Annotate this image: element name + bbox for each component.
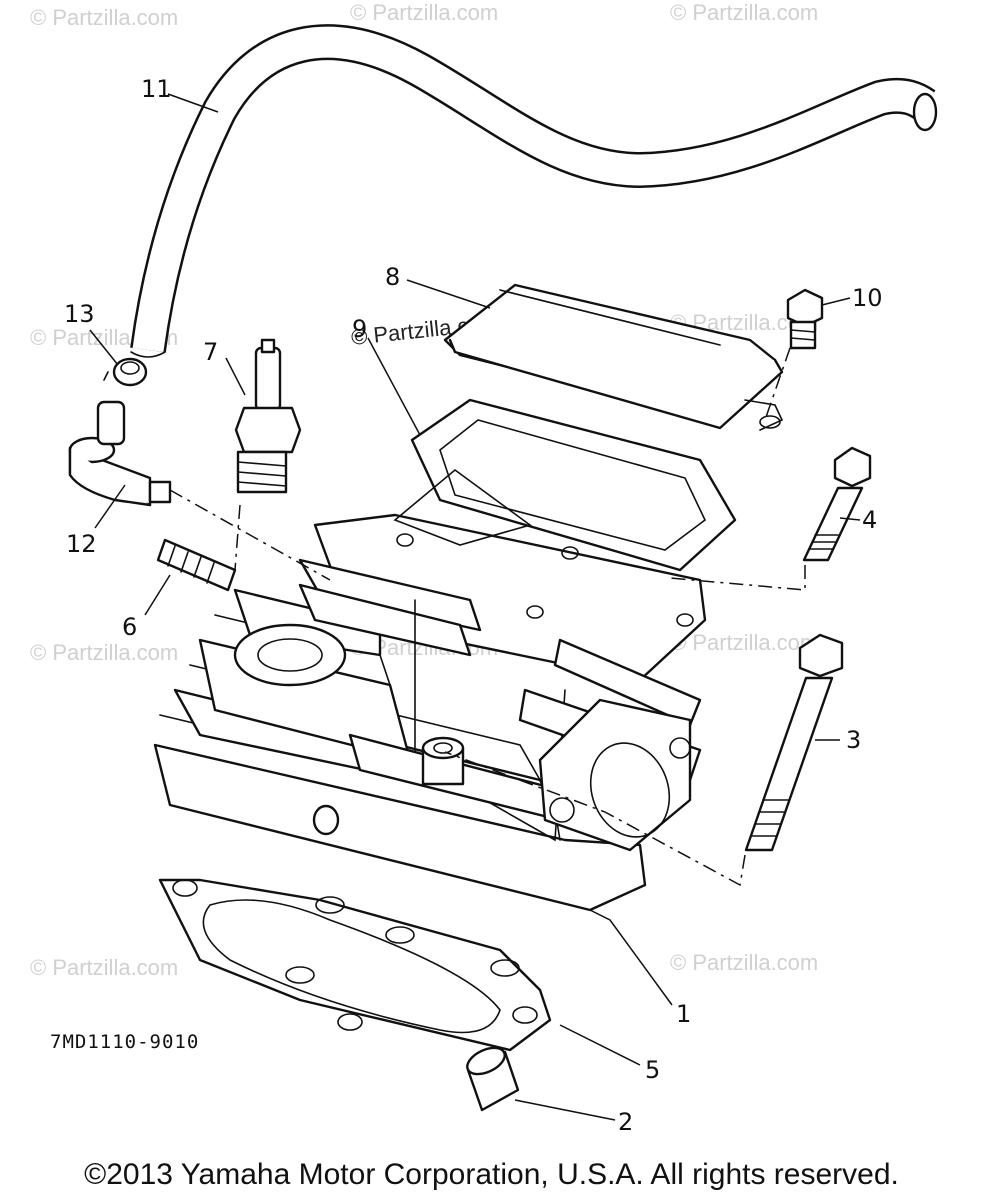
part-5-head-gasket [158, 878, 552, 1052]
part-10-bolt [786, 288, 824, 350]
part-2-dowel [466, 1046, 520, 1112]
callout-5: 5 [645, 1056, 660, 1084]
callout-2: 2 [618, 1108, 633, 1136]
callout-13: 13 [64, 300, 95, 328]
drawing-code: 7MD1110-9010 [50, 1031, 199, 1053]
callout-3: 3 [846, 726, 861, 754]
callout-4: 4 [862, 506, 877, 534]
part-9-gasket [410, 398, 737, 572]
callout-11: 11 [141, 75, 172, 103]
watermark: © Partzilla.com [670, 0, 818, 25]
callout-10: 10 [852, 284, 883, 312]
leader-lines [89, 93, 861, 1121]
callout-numbers: 11 13 7 8 9 10 4 3 12 6 1 5 2 [64, 75, 883, 1136]
copyright-notice: ©2013 Yamaha Motor Corporation, U.S.A. A… [84, 1158, 899, 1191]
watermark: © Partzilla.com [670, 630, 818, 655]
part-8-cover [443, 283, 784, 431]
part-4-bolt [802, 446, 872, 562]
part-11-hose [130, 24, 938, 358]
part-6-stud [156, 538, 237, 592]
watermark: © Partzilla.com [350, 0, 498, 25]
callout-8: 8 [385, 263, 400, 291]
callout-7: 7 [203, 338, 218, 366]
watermark: © Partzilla.com [30, 640, 178, 665]
callout-9: 9 [352, 315, 367, 343]
callout-6: 6 [122, 613, 137, 641]
part-3-bolt [744, 633, 844, 852]
part-1-cylinder-head [153, 468, 707, 912]
part-13-clamp [103, 357, 148, 387]
callout-1: 1 [676, 1000, 691, 1028]
part-7-spark-plug [234, 338, 302, 494]
watermark: © Partzilla.com [670, 950, 818, 975]
watermark: © Partzilla.com [30, 5, 178, 30]
part-12-plug-cap [68, 400, 172, 507]
callout-12: 12 [66, 530, 97, 558]
watermark: © Partzilla.com [30, 955, 178, 980]
